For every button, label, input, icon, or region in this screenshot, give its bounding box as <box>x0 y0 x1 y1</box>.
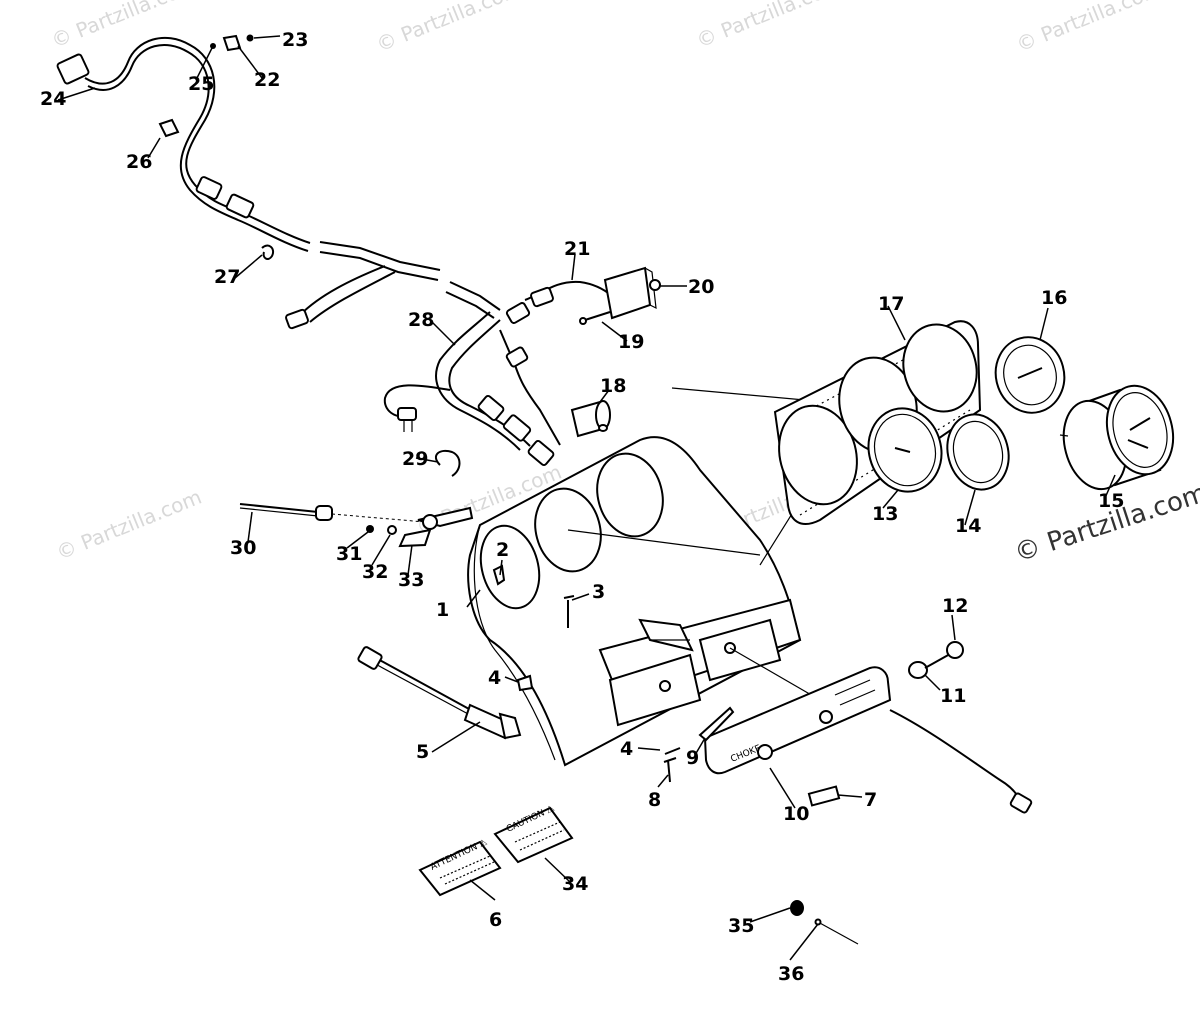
callout-28: 28 <box>408 309 434 331</box>
part-14-bezel <box>946 413 1010 491</box>
part-5-switch <box>357 646 522 740</box>
callout-4: 4 <box>488 667 501 689</box>
part-36-pin <box>814 918 859 945</box>
callout-24: 24 <box>40 88 66 110</box>
callout-21: 21 <box>564 238 590 260</box>
callout-33: 33 <box>398 569 424 591</box>
part-21-module <box>579 266 661 325</box>
small-hardware <box>516 595 735 783</box>
callout-30: 30 <box>230 537 256 559</box>
watermark: © Partzilla.com <box>373 0 525 57</box>
watermark: © Partzilla.com <box>53 485 205 565</box>
part-11-grommet <box>908 661 928 679</box>
part-12-knob <box>924 641 964 669</box>
callout-5: 5 <box>416 741 429 763</box>
watermark: © Partzilla.com <box>693 0 845 53</box>
part-34-decal: CAUTION ⚠ <box>493 804 574 864</box>
callout-2: 2 <box>496 539 509 561</box>
callout-12: 12 <box>942 595 968 617</box>
callout-18: 18 <box>600 375 626 397</box>
callout-22: 22 <box>254 69 280 91</box>
callout-32: 32 <box>362 561 388 583</box>
callout-6: 6 <box>489 909 502 931</box>
callout-9: 9 <box>686 747 699 769</box>
callout-10: 10 <box>783 803 809 825</box>
cable-assembly <box>239 503 474 548</box>
part-16-gauge-face <box>994 336 1066 414</box>
watermark: © Partzilla.com <box>48 0 200 53</box>
callout-13: 13 <box>872 503 898 525</box>
callout-4b: 4 <box>620 738 633 760</box>
callout-15: 15 <box>1098 490 1124 512</box>
callout-26: 26 <box>126 151 152 173</box>
callout-14: 14 <box>955 515 981 537</box>
leader-lines <box>57 35 1116 961</box>
callout-8: 8 <box>648 789 661 811</box>
callout-27: 27 <box>214 266 240 288</box>
callout-7: 7 <box>864 789 877 811</box>
watermark: © Partzilla.com <box>1013 0 1165 57</box>
small-fasteners <box>158 34 274 260</box>
part-29-ring <box>434 449 461 477</box>
callout-labels: 1 2 3 4 4 5 6 7 8 9 10 11 12 13 14 15 16… <box>40 29 1124 985</box>
part-10-panel: CHOKE <box>703 666 892 775</box>
callout-19: 19 <box>618 331 644 353</box>
part-35-grommet <box>790 900 804 916</box>
panel-wire-connector <box>1009 792 1033 814</box>
callout-23: 23 <box>282 29 308 51</box>
panel-wire <box>889 709 1021 801</box>
callout-17: 17 <box>878 293 904 315</box>
callout-35: 35 <box>728 915 754 937</box>
callout-36: 36 <box>778 963 804 985</box>
part-6-decal: ATTENTION ⚠ <box>418 838 502 897</box>
callout-29: 29 <box>402 448 428 470</box>
wiring-harness <box>56 36 613 466</box>
callout-20: 20 <box>688 276 714 298</box>
part-7-decal <box>807 785 841 807</box>
callout-31: 31 <box>336 543 362 565</box>
callout-16: 16 <box>1041 287 1067 309</box>
callout-34: 34 <box>562 873 588 895</box>
part-13-gauge <box>867 407 943 493</box>
callout-1: 1 <box>436 599 449 621</box>
callout-11: 11 <box>940 685 966 707</box>
callout-3: 3 <box>592 581 605 603</box>
callout-25: 25 <box>188 73 214 95</box>
part-18-sender <box>570 400 611 438</box>
part-15-tachometer <box>1059 384 1175 491</box>
